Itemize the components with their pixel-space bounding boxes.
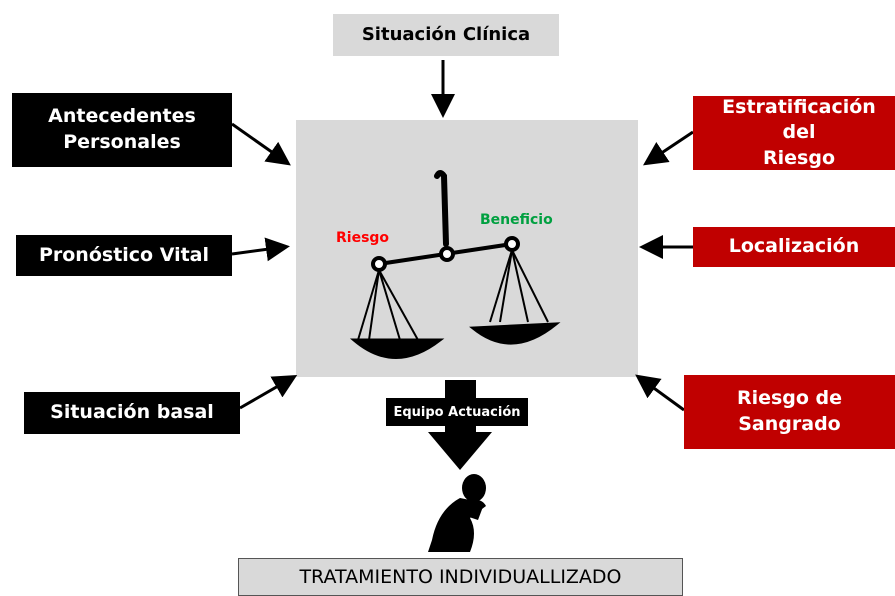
- arrow-left-1: [231, 122, 291, 166]
- box-pronostico-vital: Pronóstico Vital: [16, 235, 232, 276]
- center-panel: [296, 120, 638, 377]
- team-label: Equipo Actuación: [386, 398, 528, 426]
- arrow-left-2: [231, 237, 290, 262]
- scale-label-riesgo: Riesgo: [336, 230, 390, 246]
- box-riesgo-sangrado: Riesgo de Sangrado: [684, 375, 895, 449]
- box-estratificacion-riesgo: Estratificación del Riesgo: [693, 96, 895, 170]
- arrow-right-1: [643, 130, 694, 166]
- box-tratamiento-individualizado: TRATAMIENTO INDIVIDUALLIZADO: [238, 558, 683, 596]
- box-antecedentes-personales: Antecedentes Personales: [12, 93, 232, 167]
- box-localizacion: Localización: [693, 227, 895, 267]
- thinker-icon: [428, 474, 486, 552]
- box-situacion-basal: Situación basal: [24, 392, 240, 434]
- scale-label-beneficio: Beneficio: [480, 212, 553, 228]
- balance-scale-icon: [349, 170, 561, 359]
- box-situacion-clinica: Situación Clínica: [333, 14, 559, 56]
- arrow-right-3: [635, 374, 685, 412]
- arrow-left-3: [239, 375, 298, 410]
